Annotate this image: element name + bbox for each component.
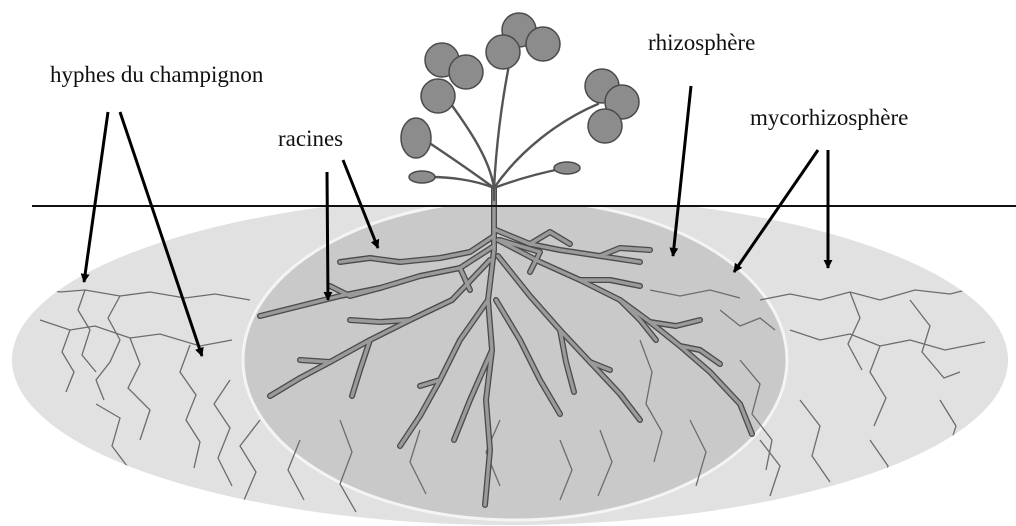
roots-arrow-left [327,172,328,300]
leaf-lobe [486,35,520,69]
leaf-lobe [526,27,560,61]
leaf-lobe [449,55,483,89]
root-fill [300,360,330,362]
leaf-lobe [421,79,455,113]
leaf-bud [409,171,435,183]
leaf-lobe [588,109,622,143]
label-mycorhizosphere: mycorhizosphère [750,105,908,130]
root-fill [350,320,410,322]
label-racines: racines [278,126,343,151]
leaf-bud [554,162,580,174]
label-rhizosphere: rhizosphère [648,30,755,55]
young-leaf [401,118,431,158]
label-hyphes-du-champignon: hyphes du champignon [50,62,264,87]
